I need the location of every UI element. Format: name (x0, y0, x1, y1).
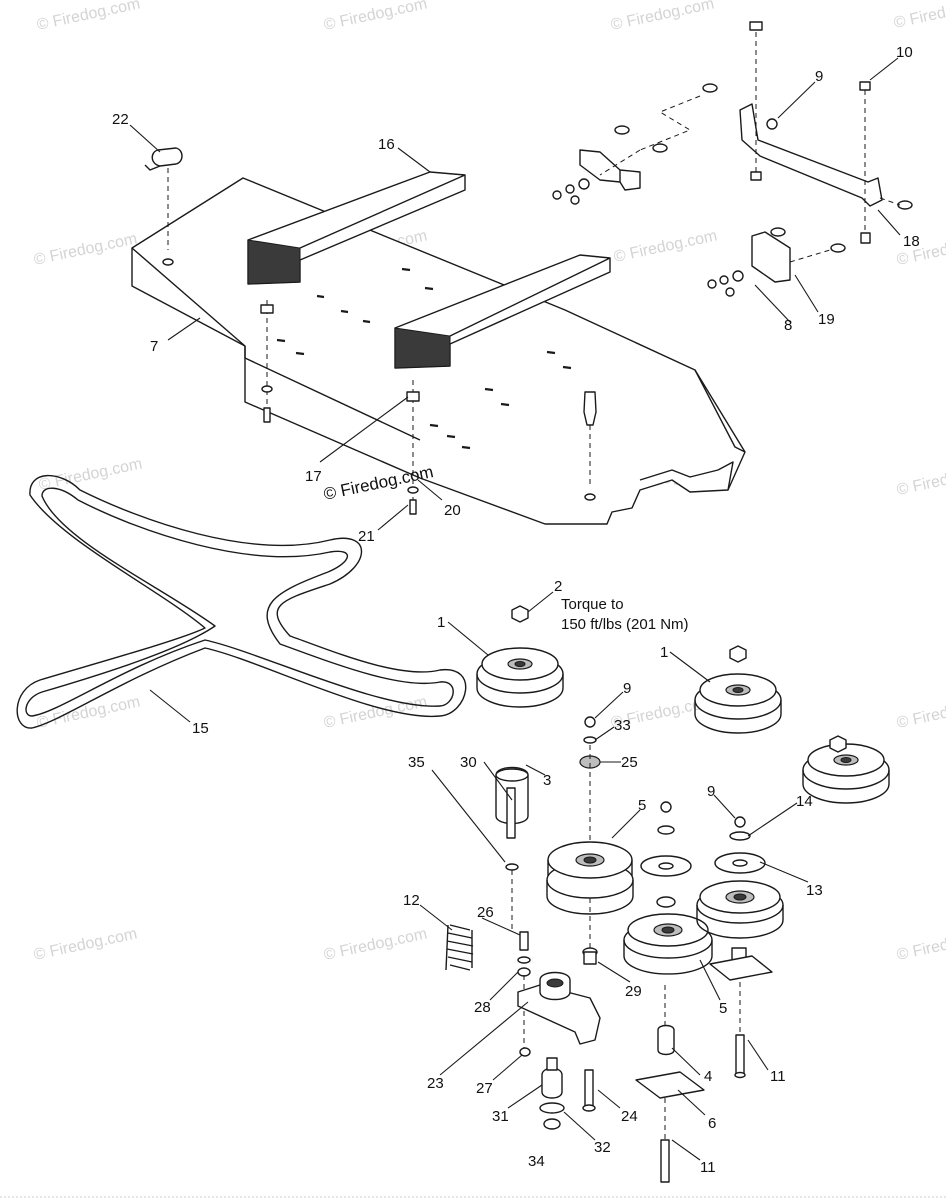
guard-hardware (144, 147, 597, 515)
callout-17: 17 (305, 468, 322, 485)
callout-13: 13 (806, 882, 823, 899)
callout-32: 32 (594, 1139, 611, 1156)
callout-26: 26 (477, 904, 494, 921)
callout-3: 3 (543, 772, 551, 789)
callout-30: 30 (460, 754, 477, 771)
idler-pulley-5a (546, 841, 634, 915)
callout-numbers: 22 16 7 17 20 21 10 9 18 19 8 2 1 1 15 9… (112, 44, 920, 1176)
callout-5: 5 (719, 1000, 727, 1017)
watermark: © Firedog.com (32, 925, 138, 963)
callout-16: 16 (378, 136, 395, 153)
callout-25: 25 (621, 754, 638, 771)
torque-note: Torque to 150 ft/lbs (201 Nm) (561, 596, 689, 633)
callout-6: 6 (708, 1115, 716, 1132)
watermark: © Firedog.com (35, 693, 141, 731)
idler-stack-left (495, 716, 601, 950)
spring-part-12 (445, 924, 474, 971)
callout-15: 15 (192, 720, 209, 737)
callout-33: 33 (614, 717, 631, 734)
watermark: © Firedog.com (322, 925, 428, 963)
pulley-1b (694, 645, 782, 734)
callout-21: 21 (358, 528, 375, 545)
belt-guard-part-16 (247, 171, 466, 285)
callout-11: 11 (770, 1068, 786, 1085)
callout-28: 28 (474, 999, 491, 1016)
callout-35: 35 (408, 754, 425, 771)
callout-24: 24 (621, 1108, 638, 1125)
watermark: © Firedog.com (32, 230, 138, 268)
callout-1: 1 (437, 614, 445, 631)
pulley-1c (802, 735, 890, 804)
callout-11: 11 (700, 1159, 716, 1176)
watermark: © Firedog.com (612, 227, 718, 265)
mounting-brackets (552, 21, 913, 297)
callout-9: 9 (815, 68, 823, 85)
callout-12: 12 (403, 892, 420, 909)
callout-22: 22 (112, 111, 129, 128)
belt-guard-right (394, 254, 611, 369)
callout-9: 9 (707, 783, 715, 800)
watermark: © Firedog.com (35, 0, 141, 34)
leader-lines (129, 57, 901, 1161)
watermark: © Firedog.com (322, 0, 428, 34)
watermark: © Firedog.com (609, 0, 715, 34)
callout-29: 29 (625, 983, 642, 1000)
callout-31: 31 (492, 1108, 509, 1125)
copyright-text: © Firedog.com (322, 462, 435, 504)
callout-14: 14 (796, 793, 813, 810)
torque-note-line1: Torque to (561, 596, 624, 613)
callout-18: 18 (903, 233, 920, 250)
callout-8: 8 (784, 317, 792, 334)
deck-slots (276, 267, 572, 450)
deck-cover-skirt (131, 248, 246, 347)
torque-note-line2: 150 ft/lbs (201 Nm) (561, 616, 689, 633)
callout-20: 20 (444, 502, 461, 519)
watermark: © Firedog.com (895, 693, 946, 731)
lower-hardware (445, 924, 705, 1183)
drive-belt-part-15 (16, 474, 467, 729)
watermark: © Firedog.com (892, 0, 946, 32)
deck-cover-right-flange (694, 369, 746, 453)
watermark: © Firedog.com (322, 693, 428, 731)
watermark: © Firedog.com (895, 925, 946, 963)
callout-27: 27 (476, 1080, 493, 1097)
idler-stack-right (696, 816, 784, 1079)
callout-23: 23 (427, 1075, 444, 1092)
callout-1: 1 (660, 644, 668, 661)
callout-10: 10 (896, 44, 913, 61)
callout-2: 2 (554, 578, 562, 595)
idler-stack-center (623, 801, 713, 975)
watermark: © Firedog.com (895, 460, 946, 498)
pulley-1a (476, 605, 564, 708)
callout-34: 34 (528, 1153, 545, 1170)
deck-cover-front-edge (244, 346, 421, 441)
callout-4: 4 (704, 1068, 712, 1085)
callout-9: 9 (623, 680, 631, 697)
callout-5: 5 (638, 797, 646, 814)
callout-7: 7 (150, 338, 158, 355)
callout-19: 19 (818, 311, 835, 328)
